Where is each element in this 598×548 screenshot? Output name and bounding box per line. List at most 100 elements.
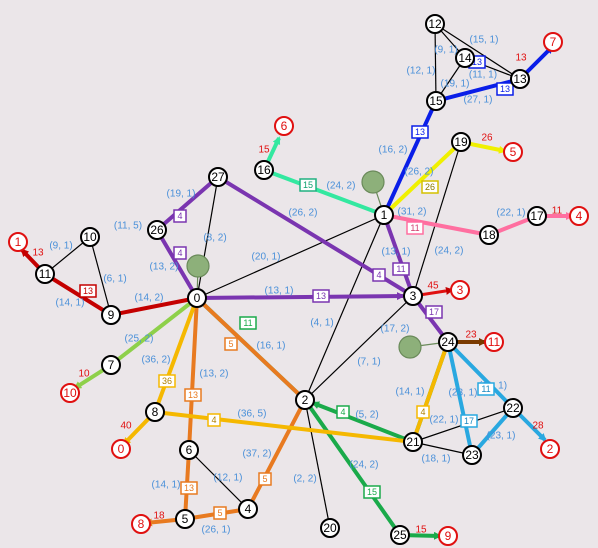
node-2[interactable]: 2 xyxy=(295,390,315,410)
svg-text:13: 13 xyxy=(188,390,198,400)
demand-label: 40 xyxy=(120,421,132,432)
node-26[interactable]: 26 xyxy=(147,220,167,240)
sink-7[interactable]: 7 xyxy=(543,32,563,52)
svg-text:14: 14 xyxy=(458,51,472,65)
node-6[interactable]: 6 xyxy=(179,440,199,460)
sink-1[interactable]: 1 xyxy=(8,232,28,252)
demand-label: 45 xyxy=(427,281,439,292)
flow-box: 15 xyxy=(299,178,317,192)
graph-nodes: 0 1 2 3 4 5 6 7 8 9 10 11 12 13 14 15 16… xyxy=(35,14,547,545)
node-3[interactable]: 3 xyxy=(403,286,423,306)
svg-text:13: 13 xyxy=(472,57,482,67)
node-1[interactable]: 1 xyxy=(374,205,394,225)
svg-text:27: 27 xyxy=(211,170,225,184)
flow-gold xyxy=(122,297,199,446)
node-7[interactable]: 7 xyxy=(101,355,121,375)
sink-11[interactable]: 11 xyxy=(484,332,504,352)
svg-text:16: 16 xyxy=(257,163,271,177)
demand-label: 11 xyxy=(552,206,563,217)
node-12[interactable]: 12 xyxy=(425,14,445,34)
flow-purple-a xyxy=(154,174,415,300)
node-20[interactable]: 20 xyxy=(320,518,340,538)
svg-text:7: 7 xyxy=(108,358,115,372)
node-27[interactable]: 27 xyxy=(208,167,228,187)
edge xyxy=(412,441,473,456)
edge-label: (36, 2) xyxy=(142,355,171,366)
node-13[interactable]: 13 xyxy=(510,69,530,89)
svg-text:24: 24 xyxy=(441,335,455,349)
node-14[interactable]: 14 xyxy=(455,48,475,68)
edge-label: (13, 1) xyxy=(265,286,294,297)
svg-text:17: 17 xyxy=(530,209,544,223)
demand-label: 13 xyxy=(32,248,44,259)
svg-text:15: 15 xyxy=(303,180,313,190)
node-10[interactable]: 10 xyxy=(80,227,100,247)
demand-label: 26 xyxy=(481,133,493,144)
node-25[interactable]: 25 xyxy=(390,525,410,545)
node-15[interactable]: 15 xyxy=(426,91,446,111)
svg-text:11: 11 xyxy=(481,384,490,394)
edge-label: (22, 1) xyxy=(497,208,526,219)
sink-8[interactable]: 8 xyxy=(131,514,151,534)
sink-6[interactable]: 6 xyxy=(274,116,294,136)
edge xyxy=(89,236,112,316)
node-8[interactable]: 8 xyxy=(145,402,165,422)
edge-label: (14, 2) xyxy=(135,293,164,304)
edge xyxy=(434,23,521,80)
edge-label: (24, 2) xyxy=(350,460,379,471)
node-11[interactable]: 11 xyxy=(35,264,55,284)
node-24[interactable]: 24 xyxy=(438,332,458,352)
edge-label: (13, 2) xyxy=(150,262,179,273)
demand-label: 23 xyxy=(465,330,477,341)
edge xyxy=(412,141,462,297)
svg-text:5: 5 xyxy=(182,512,189,526)
node-0[interactable]: 0 xyxy=(187,288,207,308)
source-node xyxy=(361,170,385,194)
svg-text:19: 19 xyxy=(454,135,468,149)
edge xyxy=(434,23,437,102)
node-22[interactable]: 22 xyxy=(503,398,523,418)
svg-text:6: 6 xyxy=(281,119,288,133)
svg-text:1: 1 xyxy=(381,208,388,222)
node-9[interactable]: 9 xyxy=(101,305,121,325)
edge-label: (22, 1) xyxy=(430,415,459,426)
node-18[interactable]: 18 xyxy=(479,225,499,245)
edge-label: (16, 1) xyxy=(257,341,286,352)
svg-text:11: 11 xyxy=(243,318,252,328)
edge-label: (17, 2) xyxy=(381,324,410,335)
edge-label: (6, 1) xyxy=(103,274,126,285)
edge xyxy=(304,399,331,529)
flow-box: 13 xyxy=(411,125,429,139)
node-19[interactable]: 19 xyxy=(451,132,471,152)
flow-blue xyxy=(382,45,554,216)
edge-label: (24, 2) xyxy=(435,246,464,257)
svg-text:10: 10 xyxy=(83,230,97,244)
sink-0[interactable]: 0 xyxy=(111,439,131,459)
svg-text:4: 4 xyxy=(420,407,425,417)
edge-label: (19, 1) xyxy=(441,79,470,90)
node-16[interactable]: 16 xyxy=(254,160,274,180)
svg-text:13: 13 xyxy=(415,127,425,137)
svg-text:6: 6 xyxy=(186,443,193,457)
edge-label: (27, 1) xyxy=(464,95,493,106)
svg-text:1: 1 xyxy=(15,235,22,249)
svg-text:0: 0 xyxy=(194,291,201,305)
svg-text:5: 5 xyxy=(510,145,517,159)
flow-box: 4 xyxy=(173,209,187,223)
demand-label: 18 xyxy=(153,511,165,522)
svg-text:22: 22 xyxy=(506,401,520,415)
sink-4[interactable]: 4 xyxy=(569,206,589,226)
flow-box: 11 xyxy=(406,221,424,235)
node-21[interactable]: 21 xyxy=(403,432,423,452)
node-5[interactable]: 5 xyxy=(175,509,195,529)
sink-5[interactable]: 5 xyxy=(503,142,523,162)
sink-9[interactable]: 9 xyxy=(438,526,458,546)
edge-label: (8, 2) xyxy=(203,233,226,244)
sink-2[interactable]: 2 xyxy=(540,439,560,459)
node-17[interactable]: 17 xyxy=(527,206,547,226)
node-4[interactable]: 4 xyxy=(238,499,258,519)
sink-3[interactable]: 3 xyxy=(450,280,470,300)
flow-pink xyxy=(383,212,574,238)
sink-10[interactable]: 10 xyxy=(60,383,80,403)
node-23[interactable]: 23 xyxy=(462,445,482,465)
